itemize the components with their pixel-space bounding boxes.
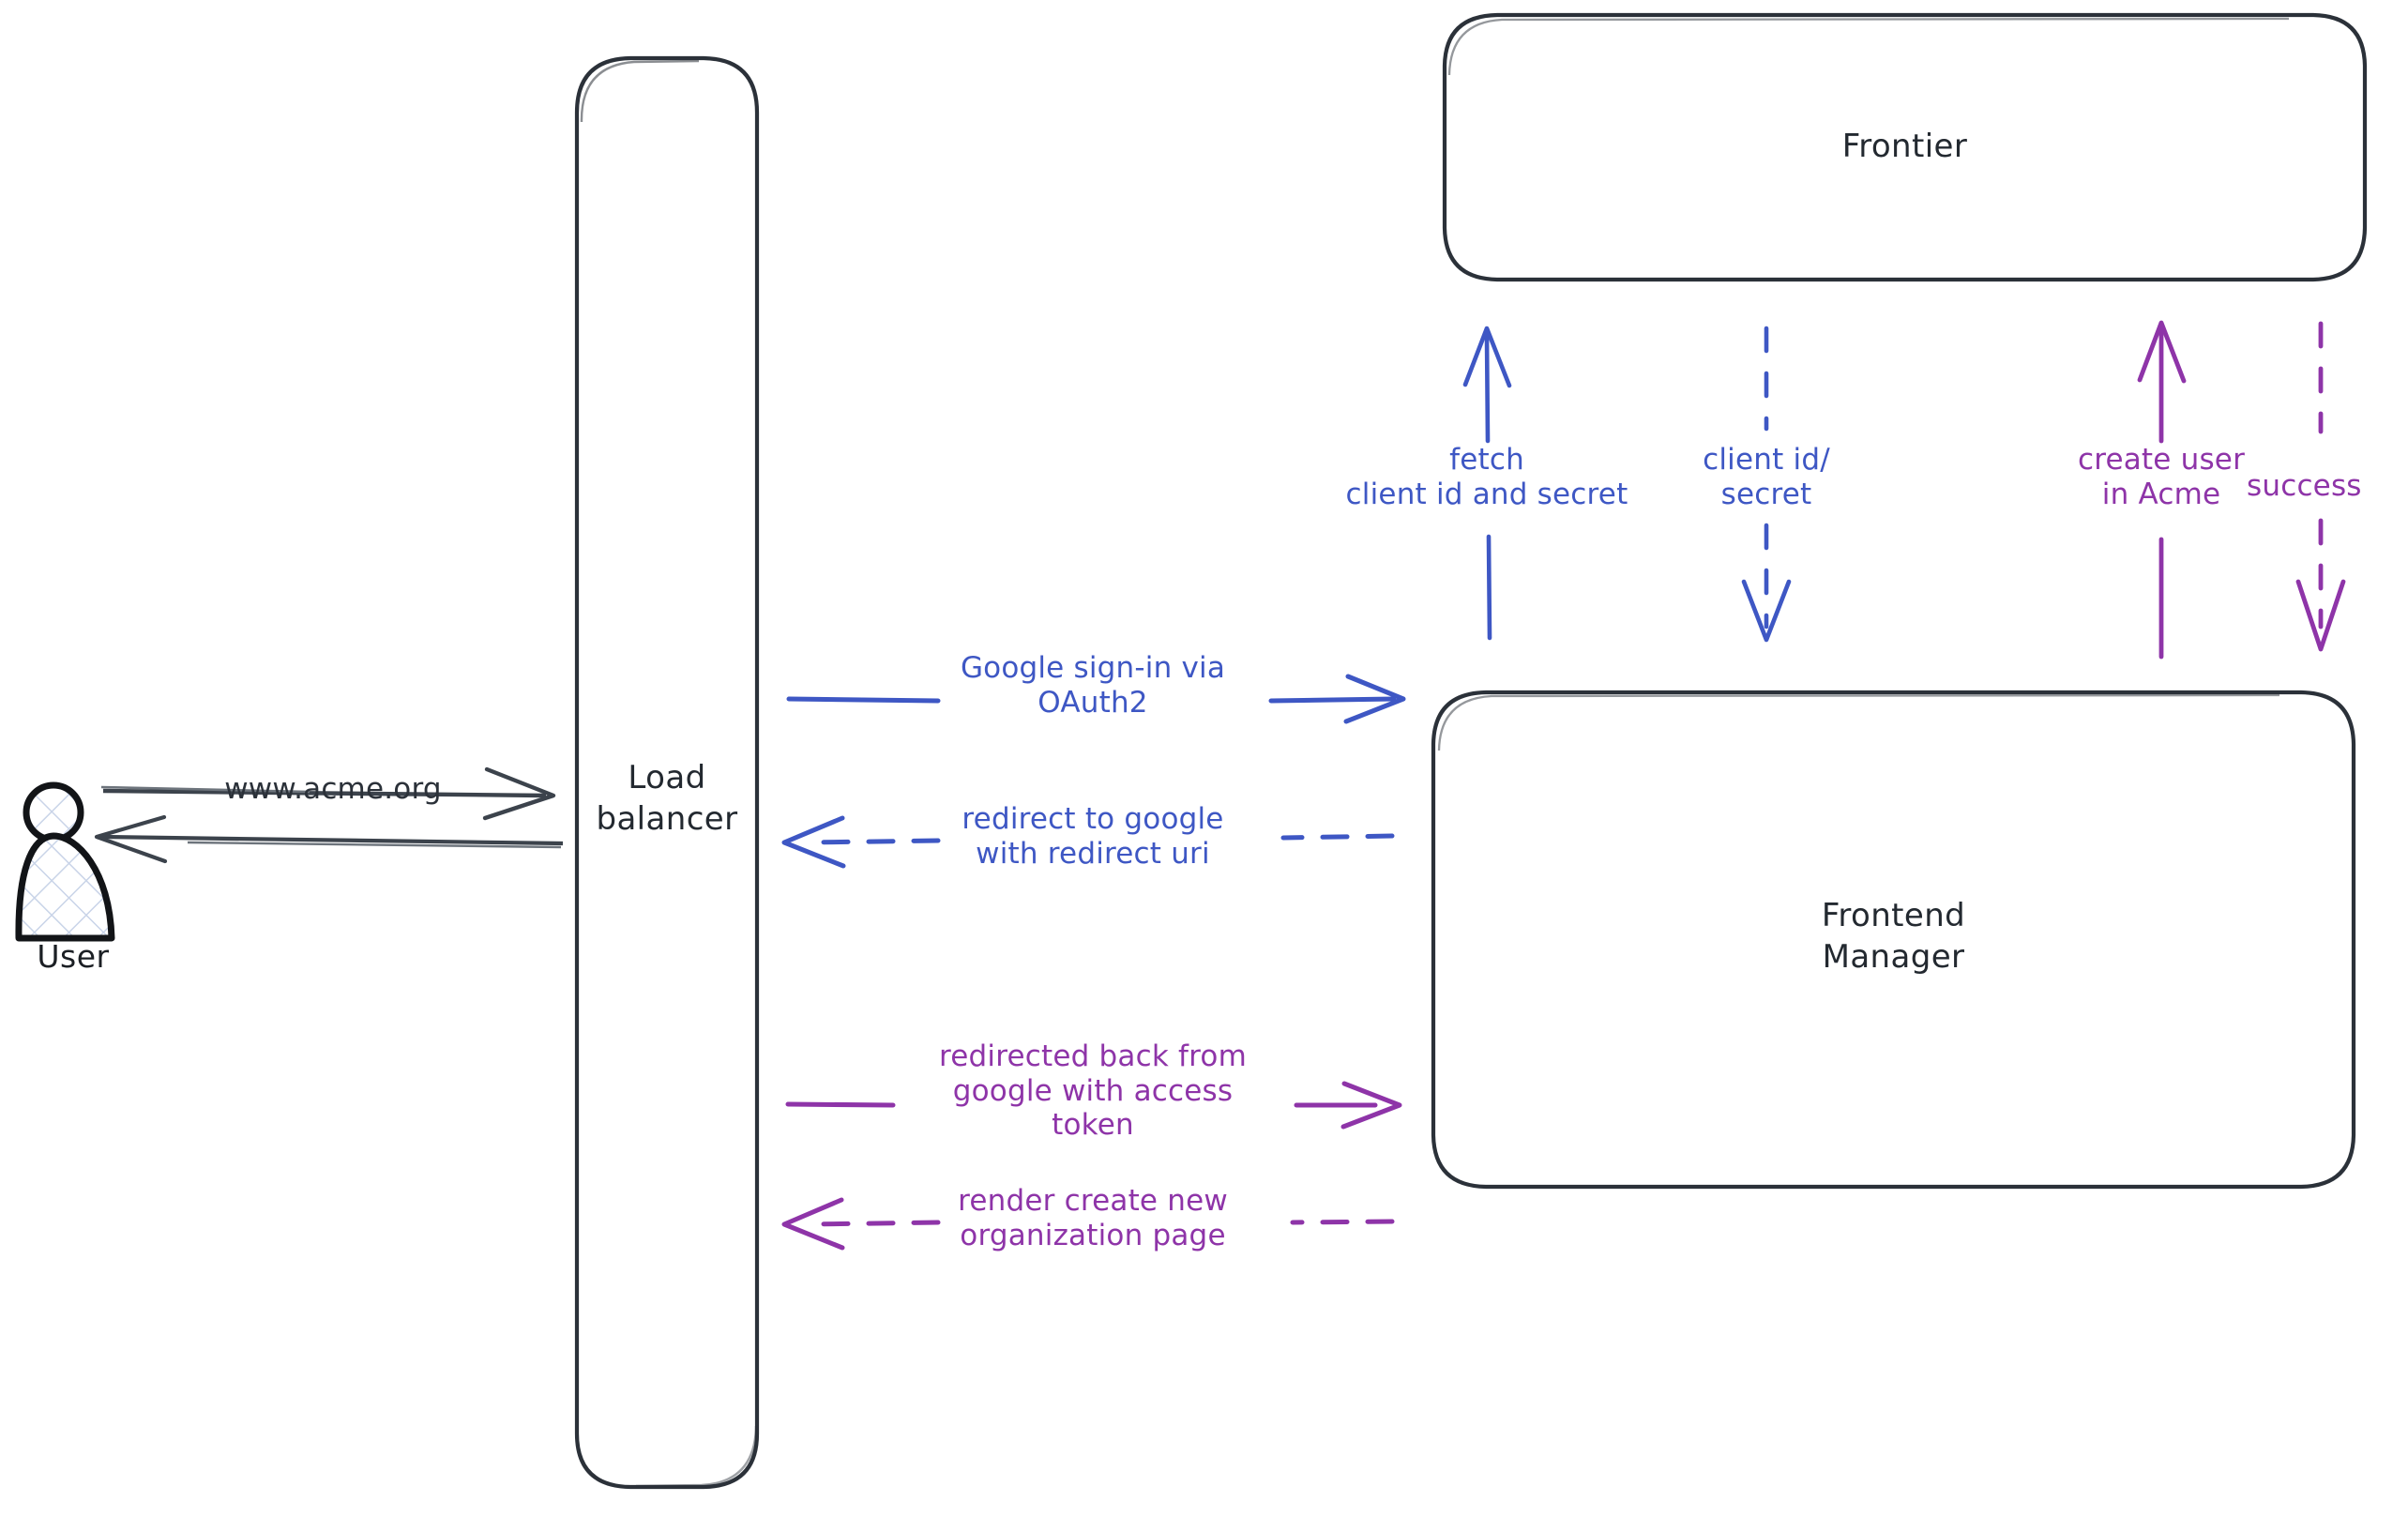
edge-fetch-client-id (1462, 326, 1512, 641)
edge-google-signin (786, 674, 1406, 724)
edge-label-client-id-secret: client id/ secret (1703, 443, 1830, 511)
edge-client-id-secret (1741, 326, 1792, 643)
load-balancer-box[interactable] (574, 55, 760, 1490)
edge-label-www-acme-org: www.acme.org (224, 772, 442, 806)
edge-lb-to-user (94, 814, 564, 864)
frontier-box[interactable] (1442, 12, 2368, 282)
edge-label-fetch-client-id: fetch client id and secret (1345, 443, 1628, 511)
edge-label-google-signin: Google sign-in via OAuth2 (960, 651, 1226, 720)
user-actor-label: User (37, 938, 110, 975)
edge-user-to-lb (100, 766, 556, 821)
frontend-manager-box[interactable] (1431, 690, 2356, 1190)
edge-redirect-to-google (781, 815, 1395, 869)
edge-label-create-user-in-acme: create user in Acme (2077, 443, 2246, 511)
edge-redirected-back-token (785, 1081, 1402, 1130)
edge-label-render-create-org: render create new organization page (958, 1184, 1228, 1252)
edge-success (2295, 321, 2346, 652)
user-actor-glyph (15, 781, 115, 942)
edge-create-user-in-acme (2137, 320, 2187, 660)
edge-label-redirect-to-google: redirect to google with redirect uri (962, 802, 1224, 871)
edge-render-create-org (781, 1197, 1395, 1251)
edge-label-redirected-back-token: redirected back from google with access … (938, 1039, 1248, 1143)
edge-label-success: success (2247, 469, 2362, 503)
